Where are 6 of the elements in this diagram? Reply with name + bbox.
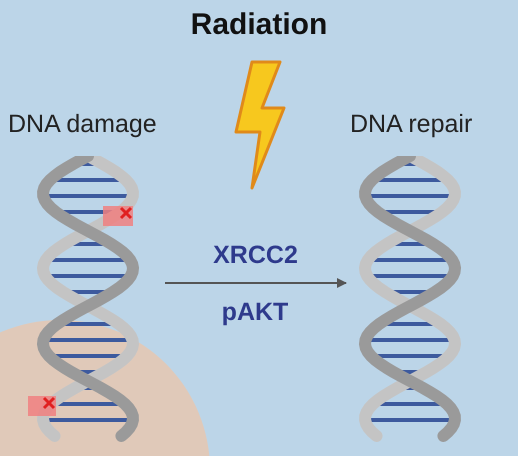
protein-label: pAKT [220,298,290,327]
node-heading: DNA repair [350,110,472,139]
title: Radiation [190,8,328,42]
arrow [165,278,347,288]
edge-label: XRCC2 [212,241,299,270]
node-heading: DNA damage [8,110,157,139]
